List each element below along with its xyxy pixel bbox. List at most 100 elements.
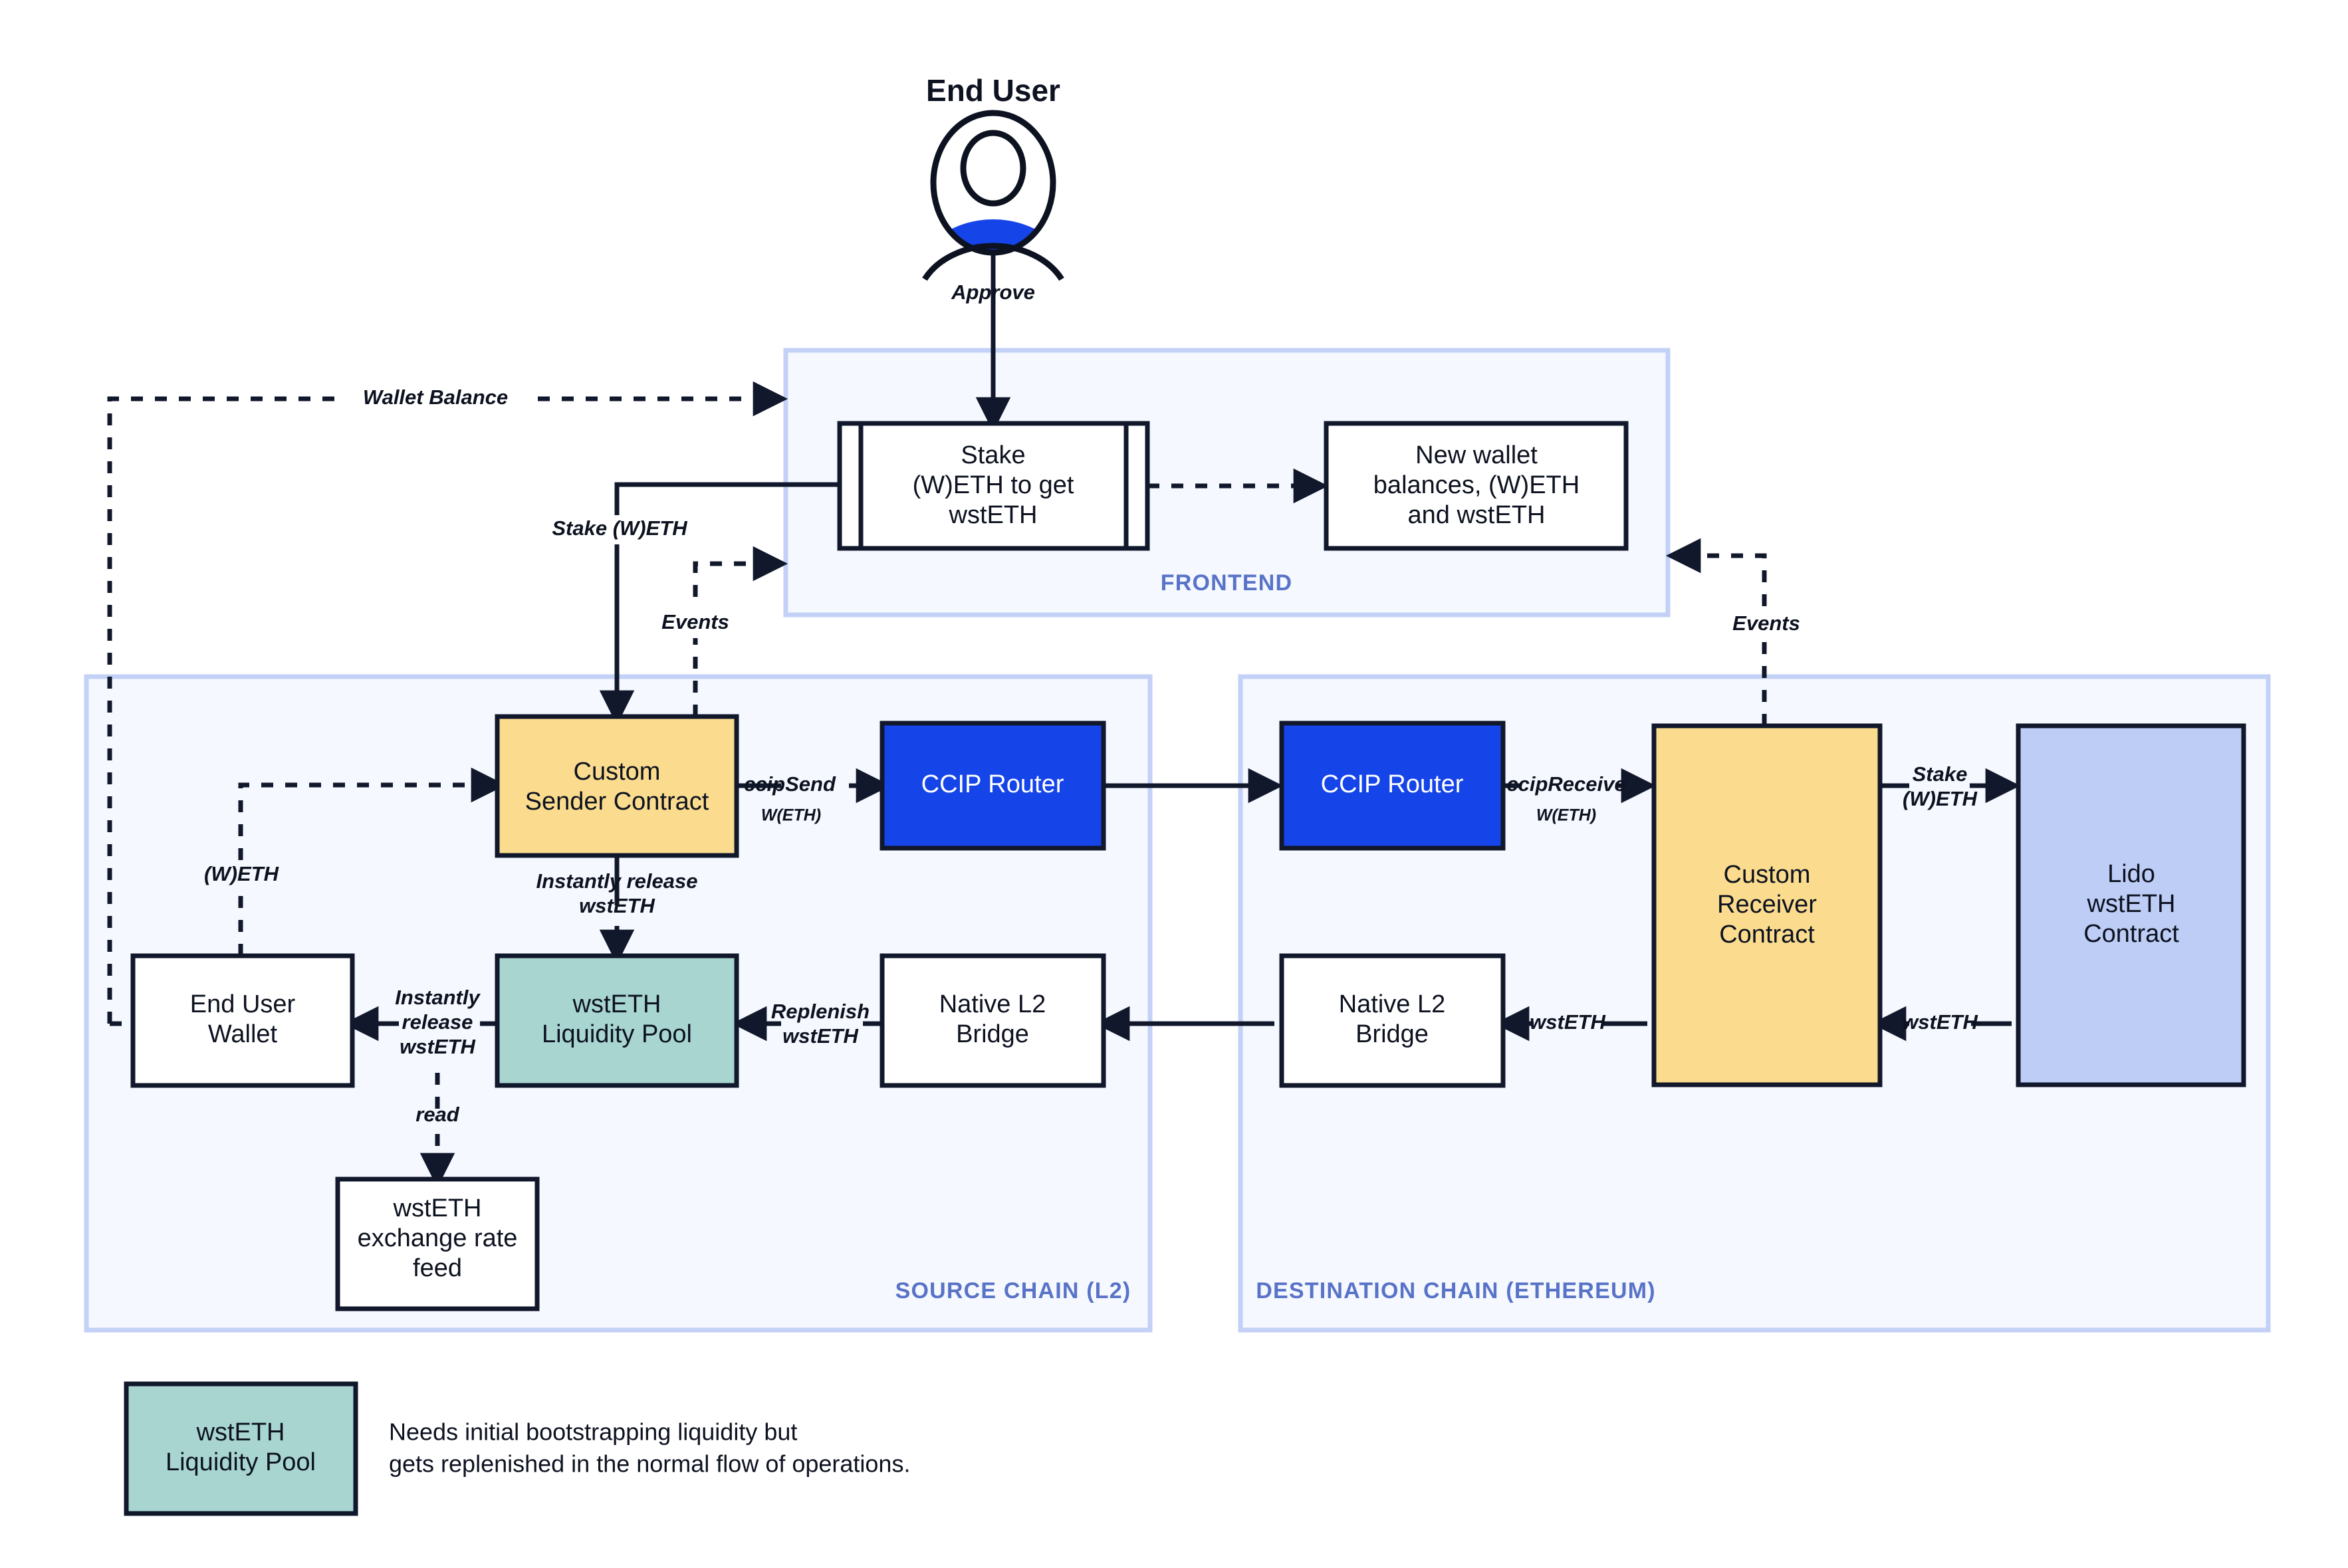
lido-contract-line-1: Lido	[2107, 860, 2155, 888]
lido-contract-line-2: wstETH	[2087, 890, 2176, 918]
end-user-wallet-rect	[130, 953, 355, 1088]
events-source-label-backing	[642, 609, 751, 638]
node-native-bridge-destination[interactable]: Native L2 Bridge	[1279, 953, 1506, 1088]
edge-replenish-line1: Replenish	[771, 1000, 870, 1023]
node-ccip-router-source[interactable]: CCIP Router	[880, 721, 1106, 851]
edge-wallet-balance: Wallet Balance Wallet Balance	[107, 381, 788, 1024]
edge-events-destination-label: Events	[1732, 612, 1800, 635]
exchange-rate-feed-line-1: wstETH	[393, 1194, 482, 1222]
node-new-balances[interactable]: New wallet balances, (W)ETH and wstETH	[1324, 421, 1629, 551]
stake-form-line-3: wstETH	[949, 501, 1038, 529]
custom-sender-line-1: Custom	[574, 758, 661, 786]
edge-events-destination: Events	[1665, 538, 1821, 726]
edge-stake-weth-lido: Stake (W)ETH	[1880, 762, 2021, 810]
events-destination-label-backing	[1712, 610, 1821, 639]
lido-contract-rect	[2016, 723, 2246, 1087]
legend: wstETH Liquidity Pool Needs initial boot…	[124, 1381, 910, 1516]
liquidity-pool-line-1: wstETH	[572, 990, 661, 1018]
legend-note-line-1: Needs initial bootstrapping liquidity bu…	[389, 1418, 797, 1446]
edge-stake-weth-label: Stake (W)ETH	[552, 516, 687, 540]
liquidity-pool-rect	[495, 953, 739, 1088]
edge-wsteth-receiver-label: wstETH	[1530, 1010, 1605, 1034]
ccip-router-destination-label: CCIP Router	[1321, 770, 1464, 798]
edge-wsteth-receiver-to-bridge: wstETH	[1494, 1006, 1647, 1042]
edge-read-feed: read	[415, 1073, 460, 1188]
legend-swatch-line-2: Liquidity Pool	[166, 1448, 316, 1476]
edge-ccip-receive-sublabel: W(ETH)	[1536, 806, 1596, 825]
edge-replenish-line2: wstETH	[782, 1024, 858, 1048]
edge-instantly-release-wallet-line1: Instantly	[395, 986, 481, 1009]
node-ccip-router-destination[interactable]: CCIP Router	[1279, 721, 1506, 851]
edge-replenish: Replenish wstETH	[731, 1000, 882, 1048]
custom-receiver-line-2: Receiver	[1717, 891, 1817, 919]
legend-swatch	[124, 1381, 358, 1516]
edge-instantly-release-wallet: Instantly release wstETH	[343, 986, 497, 1058]
stake-form-line-1: Stake	[961, 441, 1025, 469]
liquidity-pool-line-2: Liquidity Pool	[542, 1020, 692, 1048]
edge-wallet-balance-label-text: Wallet Balance	[363, 386, 508, 409]
native-bridge-destination-rect	[1279, 953, 1506, 1088]
end-user-wallet-line-1: End User	[190, 990, 296, 1018]
node-wsteth-liquidity-pool[interactable]: wstETH Liquidity Pool	[495, 953, 739, 1088]
edge-read-label: read	[415, 1103, 460, 1126]
edge-instantly-release-wallet-line3: wstETH	[400, 1035, 475, 1058]
edge-wsteth-lido-to-receiver: wstETH	[1871, 1006, 2012, 1042]
edge-ccip-send: ccipSend W(ETH)	[737, 768, 891, 825]
custom-receiver-line-3: Contract	[1719, 921, 1815, 949]
new-balances-rect	[1324, 421, 1629, 551]
custom-receiver-rect	[1651, 723, 1883, 1087]
edge-instantly-release-wallet-line2: release	[402, 1010, 473, 1034]
edge-approve: Approve	[951, 239, 1035, 433]
native-bridge-destination-line-2: Bridge	[1355, 1020, 1429, 1048]
edge-instantly-release-pool: Instantly release wstETH	[536, 855, 698, 965]
edge-weth-to-sender: (W)ETH	[189, 767, 507, 956]
custom-receiver-line-1: Custom	[1724, 861, 1811, 889]
edge-events-source-label: Events	[661, 610, 729, 633]
edge-wsteth-lido-label: wstETH	[1902, 1010, 1978, 1034]
source-chain-zone-label: SOURCE CHAIN (L2)	[895, 1278, 1131, 1303]
ccip-router-source-label: CCIP Router	[921, 770, 1064, 798]
lido-contract-line-3: Contract	[2083, 920, 2179, 948]
stake-form-line-2: (W)ETH to get	[913, 471, 1074, 499]
end-user-title: End User	[926, 73, 1060, 108]
node-end-user-wallet[interactable]: End User Wallet	[130, 953, 355, 1088]
exchange-rate-feed-line-2: exchange rate	[358, 1224, 518, 1252]
legend-note-line-2: gets replenished in the normal flow of o…	[389, 1450, 910, 1478]
edge-stake-weth-lido-line2: (W)ETH	[1903, 787, 1978, 810]
custom-sender-rect	[495, 714, 739, 858]
new-balances-line-1: New wallet	[1415, 441, 1538, 469]
edge-ccip-send-sublabel: W(ETH)	[761, 806, 821, 825]
edge-stake-weth-lido-line1: Stake	[1913, 762, 1968, 786]
node-lido-wsteth-contract[interactable]: Lido wstETH Contract	[2016, 723, 2246, 1087]
node-native-bridge-source[interactable]: Native L2 Bridge	[880, 953, 1106, 1088]
end-user-wallet-line-2: Wallet	[208, 1020, 278, 1048]
edge-stake-weth: Stake (W)ETH	[545, 482, 840, 726]
exchange-rate-feed-rect	[335, 1176, 540, 1311]
stake-form-rect	[837, 421, 1150, 551]
new-balances-line-2: balances, (W)ETH	[1373, 471, 1580, 499]
edge-instantly-release-pool-line1: Instantly release	[536, 869, 698, 893]
edge-events-source: Events	[642, 546, 788, 717]
node-custom-receiver-contract[interactable]: Custom Receiver Contract	[1651, 723, 1883, 1087]
native-bridge-source-line-2: Bridge	[956, 1020, 1029, 1048]
ccip-router-destination-rect	[1279, 721, 1506, 851]
node-custom-sender-contract[interactable]: Custom Sender Contract	[495, 714, 739, 858]
new-balances-line-3: and wstETH	[1408, 501, 1546, 529]
edge-weth-label: (W)ETH	[204, 862, 279, 885]
stake-weth-label-backing	[545, 515, 695, 544]
edge-ccip-receive-label: ccipReceive	[1506, 772, 1625, 796]
native-bridge-source-line-1: Native L2	[939, 990, 1046, 1018]
edge-instantly-release-pool-line2: wstETH	[579, 894, 655, 917]
edge-ccip-send-label: ccipSend	[744, 772, 836, 796]
node-stake-form[interactable]: Stake (W)ETH to get wstETH	[837, 421, 1150, 551]
destination-chain-zone-label: DESTINATION CHAIN (ETHEREUM)	[1256, 1278, 1656, 1303]
native-bridge-source-rect	[880, 953, 1106, 1088]
edge-approve-label: Approve	[951, 280, 1035, 304]
native-bridge-destination-line-1: Native L2	[1339, 990, 1446, 1018]
legend-swatch-line-1: wstETH	[196, 1418, 285, 1446]
node-exchange-rate-feed[interactable]: wstETH exchange rate feed	[335, 1176, 540, 1311]
frontend-zone-label: FRONTEND	[1161, 570, 1292, 596]
ccip-router-source-rect	[880, 721, 1106, 851]
weth-label-backing	[189, 861, 296, 890]
